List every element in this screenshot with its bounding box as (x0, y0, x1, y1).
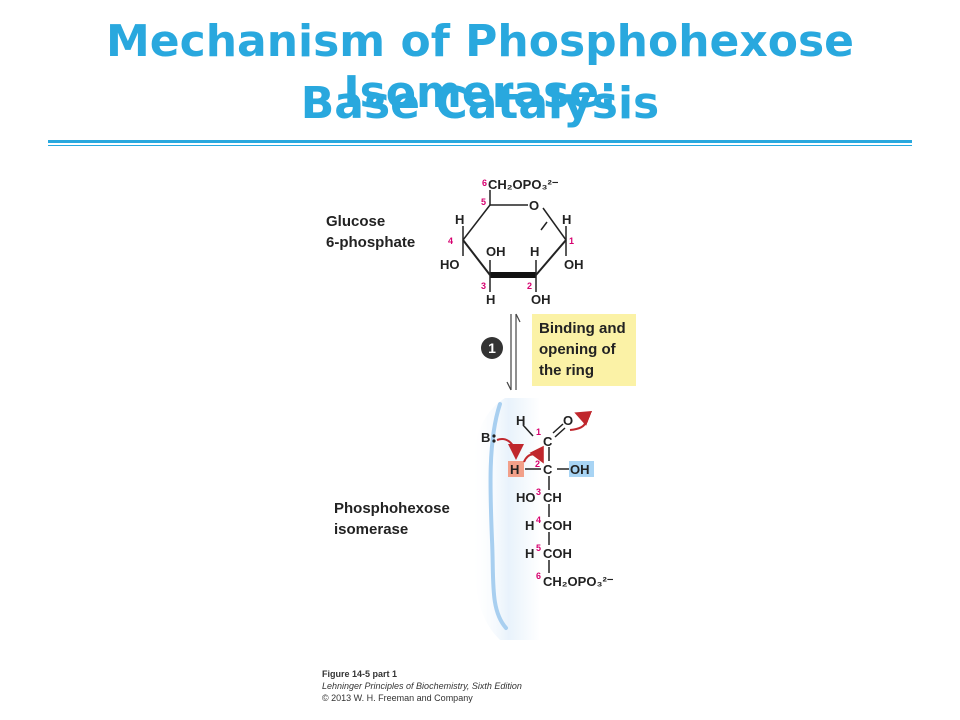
enzyme-label: Phosphohexose isomerase (334, 500, 450, 538)
svg-text:COH: COH (543, 546, 572, 561)
slide-title-line2: Base Catalysis (300, 78, 660, 129)
svg-text:HO: HO (440, 257, 460, 272)
svg-text:5: 5 (481, 197, 486, 207)
svg-text:5: 5 (536, 543, 541, 553)
title-underline (48, 140, 912, 143)
svg-text:1: 1 (536, 427, 541, 437)
svg-text:H: H (530, 244, 539, 259)
svg-text:H: H (516, 413, 525, 428)
svg-text:2: 2 (527, 281, 532, 291)
svg-text:COH: COH (543, 518, 572, 533)
svg-text:O: O (563, 413, 573, 428)
svg-text:6: 6 (482, 178, 487, 188)
svg-text:OH: OH (531, 292, 551, 307)
glucose-label: Glucose 6-phosphate (326, 213, 416, 251)
equilibrium-arrows (506, 313, 521, 391)
svg-text:H: H (525, 546, 534, 561)
open-chain: H O 1 C B H 2 C OH HO 3 CH H 4 COH H 5 C… (481, 413, 614, 589)
svg-text:CH: CH (543, 490, 562, 505)
svg-text:6: 6 (536, 571, 541, 581)
svg-text:OH: OH (486, 244, 506, 259)
base-arrow (496, 438, 524, 460)
svg-text:OH: OH (570, 462, 590, 477)
svg-text:C: C (543, 462, 553, 477)
svg-text:H: H (525, 518, 534, 533)
title-underline-thin (48, 145, 912, 146)
svg-text:O: O (529, 198, 539, 213)
glucose-ring: 6 CH₂OPO₃²⁻ 5 O H 4 HO OH H H 1 OH 3 H 2… (440, 177, 584, 307)
carbonyl-arrow (569, 411, 593, 431)
slide-title-line1: Mechanism of Phosphohexose Isomerase: (105, 16, 855, 118)
svg-text:H: H (562, 212, 571, 227)
svg-text:4: 4 (536, 515, 541, 525)
svg-text:C: C (543, 434, 553, 449)
svg-text:H: H (510, 462, 519, 477)
electron-arrows (496, 411, 593, 464)
svg-text:OH: OH (564, 257, 584, 272)
step-note-box (532, 314, 636, 386)
svg-text:B: B (481, 430, 490, 445)
hydroxyl-highlight (569, 461, 594, 477)
svg-text:HO: HO (516, 490, 536, 505)
svg-text:1: 1 (569, 236, 574, 246)
svg-text:3: 3 (536, 487, 541, 497)
svg-text:CH₂OPO₃²⁻: CH₂OPO₃²⁻ (543, 574, 614, 589)
figure-caption: Figure 14-5 part 1 Lehninger Principles … (322, 669, 522, 703)
svg-text:CH₂OPO₃²⁻: CH₂OPO₃²⁻ (488, 177, 559, 192)
svg-text:3: 3 (481, 281, 486, 291)
svg-text:H: H (455, 212, 464, 227)
step-note-text: Binding and opening of the ring (539, 320, 626, 379)
svg-text:H: H (486, 292, 495, 307)
svg-text:4: 4 (448, 236, 453, 246)
proton-arrow (523, 445, 544, 464)
step-badge: 1 (481, 337, 503, 359)
svg-text:2: 2 (535, 459, 540, 469)
proton-highlight (508, 461, 524, 477)
svg-text:1: 1 (488, 340, 496, 356)
